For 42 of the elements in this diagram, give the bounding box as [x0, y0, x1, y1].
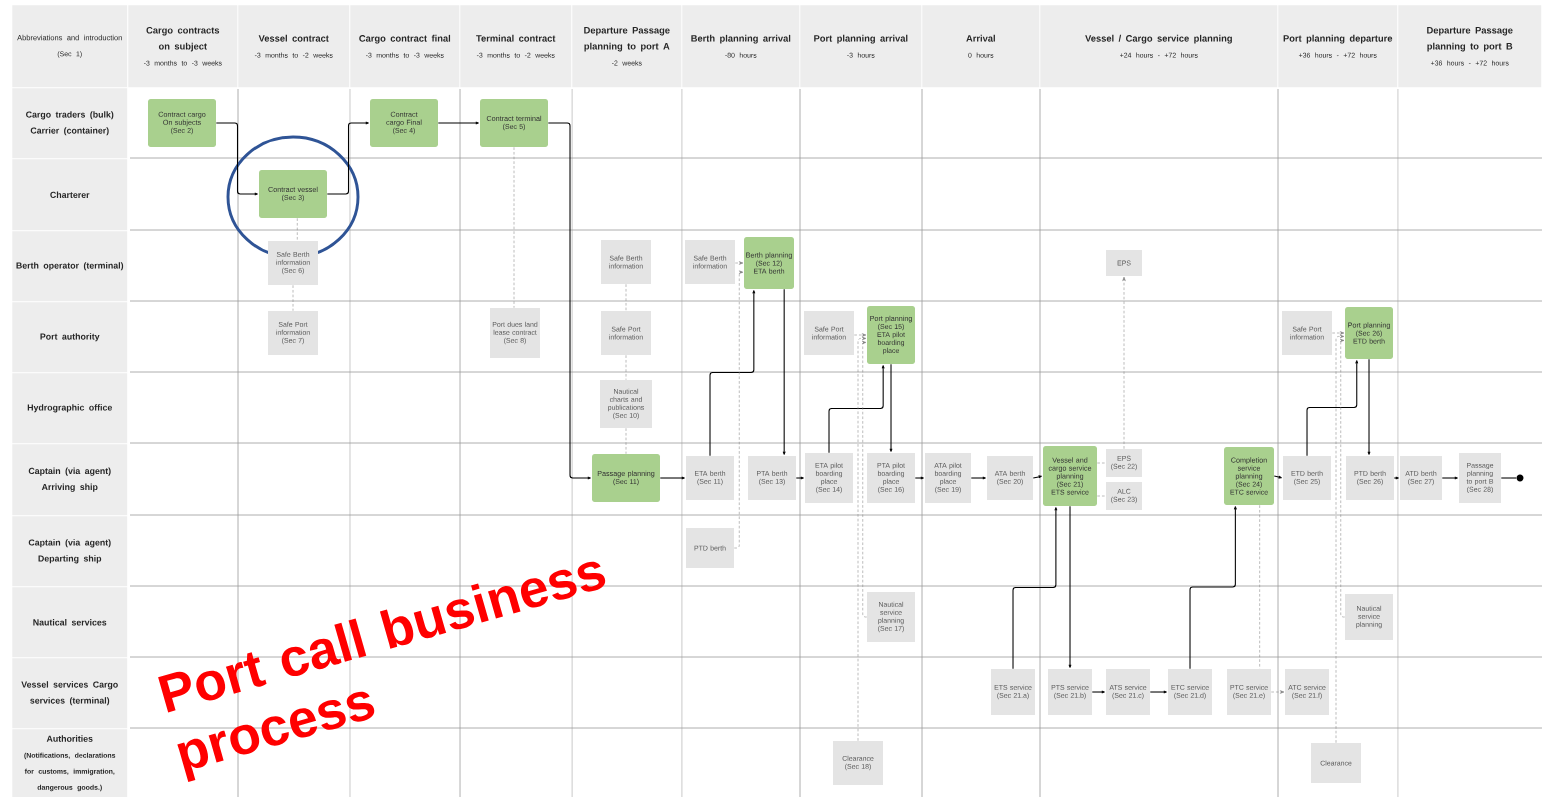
lane-header: Port authority	[12, 302, 128, 373]
arrow	[1068, 505, 1072, 668]
arrow	[862, 340, 867, 618]
arrow	[709, 290, 756, 457]
lane-header: Hydrographic office	[12, 373, 128, 444]
lane-header: Captain (via agent) Arriving ship	[12, 444, 128, 516]
arrow	[1306, 360, 1359, 457]
arrow	[215, 122, 258, 196]
arrow	[857, 336, 867, 741]
arrow	[437, 121, 479, 125]
arrow	[889, 363, 893, 452]
arrow	[1032, 475, 1042, 479]
arrow	[1149, 690, 1167, 694]
arrow	[795, 476, 804, 480]
arrow	[1273, 475, 1282, 479]
arrow	[1189, 506, 1237, 670]
arrow	[547, 122, 591, 480]
arrow	[1122, 276, 1126, 449]
lane-header: Nautical services	[12, 587, 128, 658]
arrow	[1393, 476, 1399, 480]
arrow	[326, 121, 369, 195]
arrow	[1012, 507, 1058, 670]
arrow	[970, 476, 986, 480]
arrow	[734, 270, 744, 549]
arrow	[828, 365, 885, 454]
arrow	[1271, 690, 1285, 694]
lane-header: Cargo traders (bulk) Carrier (container)	[12, 88, 128, 159]
lane-header: Vessel services Cargo services (terminal)	[12, 658, 128, 729]
arrow	[735, 261, 744, 265]
arrow	[782, 288, 786, 455]
arrow	[1335, 334, 1345, 743]
arrow	[914, 476, 924, 480]
lane-header: Captain (via agent) Departing ship	[12, 516, 128, 587]
arrow	[1340, 338, 1345, 618]
arrow	[1367, 358, 1371, 455]
lane-header: Berth operator (terminal)	[12, 231, 128, 302]
arrow	[1332, 331, 1345, 335]
lane-header: Charterer	[12, 159, 128, 231]
arrow	[1441, 476, 1458, 480]
arrow	[659, 476, 685, 480]
arrow	[854, 333, 867, 337]
arrow	[1091, 690, 1105, 694]
